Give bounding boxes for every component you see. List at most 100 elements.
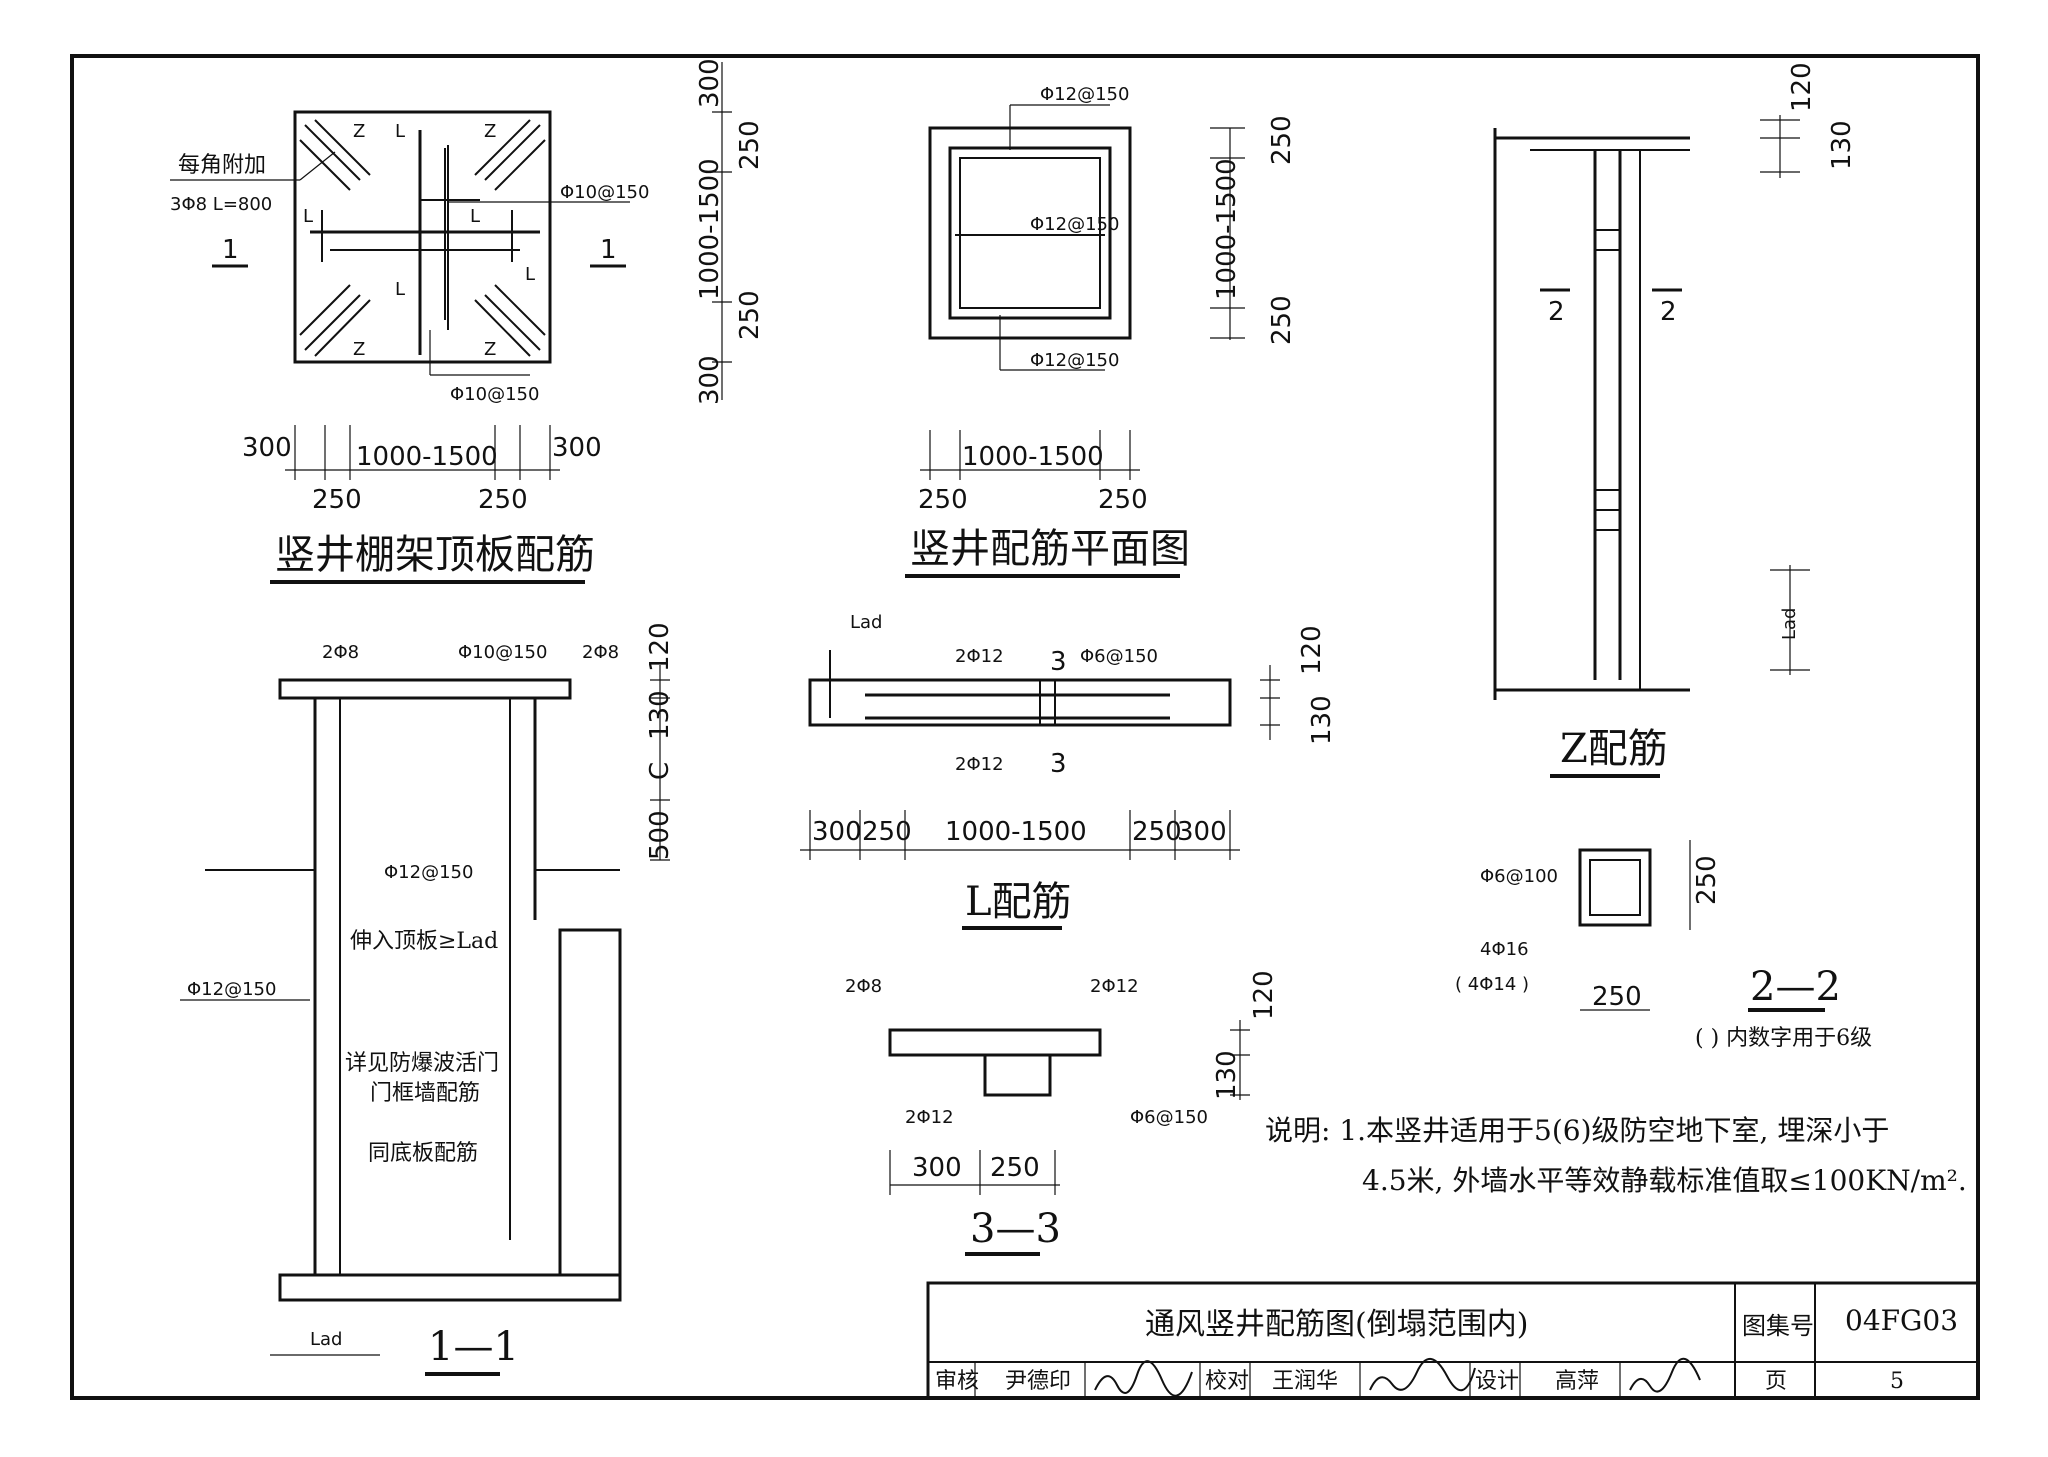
label-l-lower: L (395, 279, 405, 300)
label-z-bl: Z (353, 339, 365, 360)
l-dim-h-300a: 300 (812, 817, 862, 847)
sec22-rebar-alt: ( 4Φ14 ) (1455, 974, 1529, 995)
roof-plan: Z L Z L L L L Z Z 每角附加 3Φ8 L=800 Φ10@150… (170, 58, 765, 584)
roof-dim-v-250a: 250 (735, 120, 765, 170)
sec33-rebar-bottom: 2Φ12 (905, 1107, 954, 1128)
title-block: 通风竖井配筋图(倒塌范围内) 图集号 04FG03 审核 尹德印 校对 王润华 … (926, 1281, 1980, 1400)
label-l-left: L (303, 206, 313, 227)
roof-dim-h-mid: 1000-1500 (356, 442, 498, 472)
sec22-dim-v: 250 (1692, 855, 1722, 905)
label-l-right: L (525, 264, 535, 285)
corner-note-2: 3Φ8 L=800 (170, 194, 272, 215)
page-no: 5 (1890, 1369, 1904, 1394)
sec11-note-door-1: 详见防爆波活门 (345, 1051, 499, 1076)
sec11-rebar-b: Φ12@150 (187, 979, 276, 1000)
label-z-tr: Z (484, 121, 496, 142)
l-dim-120: 120 (1297, 625, 1327, 675)
shaft-dim-h-mid: 1000-1500 (962, 442, 1104, 472)
roof-dim-v-mid: 1000-1500 (695, 158, 725, 300)
l-dim-h-250b: 250 (1132, 817, 1182, 847)
z-bar-detail: 2 2 120 130 Lad Z配筋 (1493, 62, 1857, 778)
sec22-outline (1578, 848, 1652, 927)
l-rebar-stir: Φ6@150 (1080, 646, 1158, 667)
section-33-title: 3—3 (970, 1206, 1061, 1252)
review-name: 尹德印 (1005, 1369, 1071, 1394)
design-label: 设计 (1475, 1369, 1519, 1394)
page-label: 页 (1765, 1369, 1787, 1394)
l-bar-title: L配筋 (965, 879, 1072, 925)
sec33-rebar-stir: Φ6@150 (1130, 1107, 1208, 1128)
sec33-beam (983, 1053, 1052, 1097)
sec11-note-roof: 伸入顶板≥Lad (350, 929, 498, 954)
section-mark-1-left: 1 (222, 235, 239, 265)
sec33-slab (888, 1028, 1102, 1057)
shaft-plan-title: 竖井配筋平面图 (910, 526, 1190, 572)
l-lad: Lad (850, 612, 882, 633)
shaft-plan: Φ12@150 Φ12@150 Φ12@150 250 1000-1500 25… (905, 84, 1297, 578)
roof-rebar-top: Φ10@150 (560, 182, 649, 203)
roof-rebar-bottom: Φ10@150 (450, 384, 539, 405)
roof-dim-v-300a: 300 (695, 58, 725, 108)
section-22-title: 2—2 (1750, 964, 1841, 1010)
atlas-label: 图集号 (1742, 1312, 1814, 1340)
sec33-dim-120: 120 (1249, 970, 1279, 1020)
check-label: 校对 (1205, 1369, 1249, 1394)
sec11-rebar-a: Φ12@150 (384, 862, 473, 883)
l-dim-130: 130 (1307, 695, 1337, 745)
sec11-dim-130: 130 (645, 690, 675, 740)
label-z-br: Z (484, 339, 496, 360)
roof-dim-h-300b: 300 (552, 433, 602, 463)
l-bar-detail: Lad 2Φ12 3 Φ6@150 2Φ12 3 120 130 300 250… (800, 612, 1337, 930)
roof-slab-outline (293, 110, 552, 364)
sec22-dim-h: 250 (1592, 982, 1642, 1012)
l-beam-outline (808, 678, 1232, 727)
sec11-rebar-right: 2Φ8 (582, 642, 619, 663)
drawing-title: 通风竖井配筋图(倒塌范围内) (1145, 1307, 1528, 1342)
l-section-mark-top: 3 (1050, 647, 1067, 677)
sec33-dim-130: 130 (1212, 1050, 1242, 1100)
l-section-mark-bottom: 3 (1050, 749, 1067, 779)
notes-line-2: 4.5米, 外墙水平等效静载标准值取≤100KN/m². (1362, 1164, 1967, 1197)
sec11-rebar-mid: Φ10@150 (458, 642, 547, 663)
shaft-dim-h-250b: 250 (1098, 485, 1148, 515)
shaft-rebar-top: Φ12@150 (1040, 84, 1129, 105)
sec11-note-floor: 同底板配筋 (368, 1141, 478, 1166)
roof-dim-v-300b: 300 (695, 355, 725, 405)
shaft-outline (928, 126, 1132, 340)
door-frame-wall (558, 928, 622, 1277)
sec33-rebar-right: 2Φ12 (1090, 976, 1139, 997)
sec11-note-door-2: 门框墙配筋 (370, 1081, 480, 1106)
shaft-dim-v-mid: 1000-1500 (1212, 158, 1242, 300)
shaft-rebar-bottom: Φ12@150 (1030, 350, 1119, 371)
sec33-dim-300: 300 (912, 1153, 962, 1183)
section-3-3: 2Φ8 2Φ12 2Φ12 Φ6@150 120 130 300 250 3—3 (845, 970, 1279, 1256)
sec11-lad: Lad (310, 1329, 342, 1350)
sec11-rebar-left: 2Φ8 (322, 642, 359, 663)
sec11-dim-500: 500 (645, 810, 675, 860)
sec11-dim-c: C (645, 762, 675, 780)
l-dim-h-250a: 250 (862, 817, 912, 847)
design-name: 高萍 (1555, 1369, 1599, 1394)
section-mark-1-right: 1 (600, 235, 617, 265)
base-slab-section (278, 1273, 622, 1302)
roof-plan-title: 竖井棚架顶板配筋 (275, 532, 595, 578)
section-2-2: Φ6@100 4Φ16 ( 4Φ14 ) 250 250 2—2 ( ) 内数字… (1455, 840, 1872, 1051)
section-1-1: 2Φ8 Φ10@150 2Φ8 120 130 C 500 Φ12@150 Φ1… (180, 622, 675, 1376)
sec11-dim-120: 120 (645, 622, 675, 672)
sec22-rebar-stir: Φ6@100 (1480, 866, 1558, 887)
z-lad: Lad (1779, 608, 1800, 640)
shaft-dim-v-250a: 250 (1267, 115, 1297, 165)
z-section-mark-left: 2 (1548, 297, 1565, 327)
shaft-dim-v-250b: 250 (1267, 295, 1297, 345)
review-signature (1094, 1360, 1193, 1397)
section-11-title: 1—1 (428, 1324, 519, 1370)
corner-note-1: 每角附加 (178, 153, 266, 178)
design-signature (1629, 1358, 1701, 1393)
roof-dim-h-250a: 250 (312, 485, 362, 515)
notes: 说明: 1.本竖井适用于5(6)级防空地下室, 埋深小于 4.5米, 外墙水平等… (1265, 1114, 1967, 1197)
roof-slab-section (278, 678, 572, 700)
check-name: 王润华 (1272, 1369, 1338, 1394)
sec33-dim-250: 250 (990, 1153, 1040, 1183)
